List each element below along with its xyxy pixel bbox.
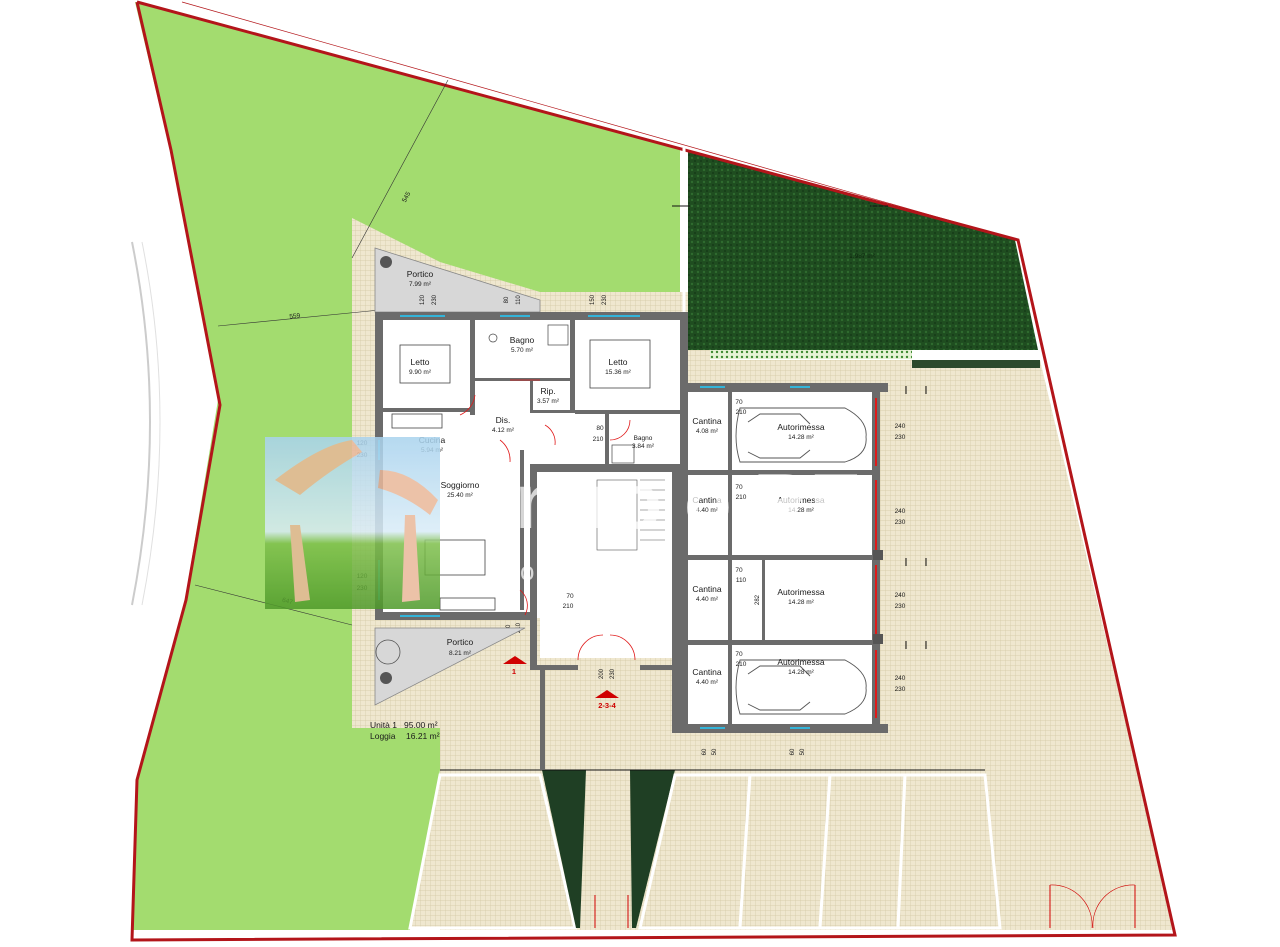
hedge-strip-dark <box>912 360 1040 368</box>
letto-2-name: Letto <box>609 357 628 367</box>
autorimessa-4-area: 14.28 m² <box>788 669 814 676</box>
dim-garage1-h: 230 <box>895 434 906 441</box>
bagno-2-name: Bagno <box>634 435 653 442</box>
curb-arc <box>131 241 151 606</box>
cantina-2-name: Cantina <box>692 495 722 505</box>
dim-garage1-w: 240 <box>895 423 906 430</box>
common-stair: 70 210 200 230 <box>530 465 680 770</box>
autorimessa-3-area: 14.28 m² <box>788 599 814 606</box>
bagno-1-name: Bagno <box>510 335 535 345</box>
autorimessa-3-name: Autorimessa <box>777 587 825 597</box>
bagno-1-area: 5.70 m² <box>511 347 534 354</box>
portico-top-name: Portico <box>407 269 434 279</box>
autorimessa-2-name: Autorimessa <box>777 495 825 505</box>
dis-area: 4.12 m² <box>492 427 515 434</box>
autorimessa-2-area: 14.28 m² <box>788 507 814 514</box>
cantina-3-area: 4.40 m² <box>696 596 719 603</box>
dim-letto1-w: 120 <box>420 294 426 305</box>
dim-garage3-w: 240 <box>895 592 906 599</box>
dim-stair-door-h: 210 <box>563 603 574 610</box>
unit-area: 95.00 m² <box>404 720 438 730</box>
private-garden-dark <box>688 150 1038 350</box>
rip-name: Rip. <box>540 386 555 396</box>
autorimessa-4-name: Autorimessa <box>777 657 825 667</box>
entry-marker-234: 2-3-4 <box>598 701 616 710</box>
dim-cantina4-h: 210 <box>736 661 747 668</box>
dim-bagno-h: 110 <box>516 295 522 305</box>
dim-gwin2-h: 50 <box>800 748 806 755</box>
dim-garage2-w: 240 <box>895 508 906 515</box>
cantina-4-name: Cantina <box>692 667 722 677</box>
dim-cantina3-side: 282 <box>755 594 761 605</box>
garden-area-label: 1.987 m² <box>849 253 875 260</box>
dim-cantina2-h: 210 <box>736 494 747 501</box>
autorimessa-1-area: 14.28 m² <box>788 434 814 441</box>
dim-cantina3-w: 70 <box>735 567 743 574</box>
dis-name: Dis. <box>496 415 511 425</box>
cantina-2-area: 4.40 m² <box>696 507 719 514</box>
cantina-1-area: 4.08 m² <box>696 428 719 435</box>
entry-markers: 1 2-3-4 <box>503 656 619 710</box>
dim-gwin1-w: 60 <box>702 748 708 755</box>
cantina-3-name: Cantina <box>692 584 722 594</box>
dim-main-door-h: 230 <box>610 668 616 679</box>
portico-bottom-area: 8.21 m² <box>449 650 472 657</box>
dim-stair-door-w: 70 <box>566 593 574 600</box>
portico-bottom: Portico 8.21 m² <box>374 627 526 706</box>
dim-letto2-w: 150 <box>590 294 596 305</box>
entry-marker-1: 1 <box>512 667 516 676</box>
dim-cantina1-h: 210 <box>736 409 747 416</box>
dim-bagno-w: 80 <box>504 296 510 303</box>
watermark-logo: n ro o RE o t o <box>265 437 862 609</box>
autorimessa-1-name: Autorimessa <box>777 422 825 432</box>
rip-area: 3.57 m² <box>537 398 560 405</box>
dim-main-door-w: 200 <box>599 668 605 679</box>
dim-cantina2-w: 70 <box>735 484 743 491</box>
soggiorno-name: Soggiorno <box>441 480 480 490</box>
dim-gwin2-w: 60 <box>790 748 796 755</box>
portico-top-area: 7.99 m² <box>409 281 432 288</box>
bagno-2-area: 3.84 m² <box>632 443 655 450</box>
loggia-area: 16.21 m² <box>406 731 440 741</box>
unit-summary: Unità 1 95.00 m² Loggia 16.21 m² <box>370 720 440 741</box>
dim-gwin1-h: 50 <box>712 748 718 755</box>
dim-cantina4-w: 70 <box>735 651 743 658</box>
letto-1-area: 9.90 m² <box>409 369 432 376</box>
property-line <box>130 0 1177 942</box>
watermark-small-text: o t o <box>520 556 571 586</box>
dim-garage3-h: 230 <box>895 603 906 610</box>
dim-letto1-h: 230 <box>432 294 438 305</box>
cantina-4-area: 4.40 m² <box>696 679 719 686</box>
dim-garage2-h: 230 <box>895 519 906 526</box>
cantina-1-name: Cantina <box>692 416 722 426</box>
dim-cantina3-h: 110 <box>736 577 747 584</box>
dim-bagno2-door-w: 80 <box>596 425 604 432</box>
garden-dim-545: 545 <box>401 191 412 204</box>
dim-garage4-w: 240 <box>895 675 906 682</box>
soggiorno-area: 25.40 m² <box>447 492 473 499</box>
hedge-strip <box>710 350 912 359</box>
watermark-big-text: n ro o RE <box>515 457 862 545</box>
loggia-label: Loggia <box>370 731 396 741</box>
garages-block: Cantina 4.08 m² Autorimessa 14.28 m² Can… <box>672 205 927 755</box>
letto-2-area: 15.36 m² <box>605 369 631 376</box>
dim-bagno2-door-h: 210 <box>593 436 604 443</box>
parking-bays <box>408 769 1136 930</box>
letto-1-name: Letto <box>411 357 430 367</box>
garden-dim-line <box>351 79 449 259</box>
portico-bottom-name: Portico <box>447 637 474 647</box>
unit-label: Unità 1 <box>370 720 397 730</box>
garden-dim-559: 559 <box>289 312 301 320</box>
dim-cantina1-w: 70 <box>735 399 743 406</box>
dim-letto2-h: 230 <box>602 294 608 305</box>
dim-garage4-h: 230 <box>895 686 906 693</box>
